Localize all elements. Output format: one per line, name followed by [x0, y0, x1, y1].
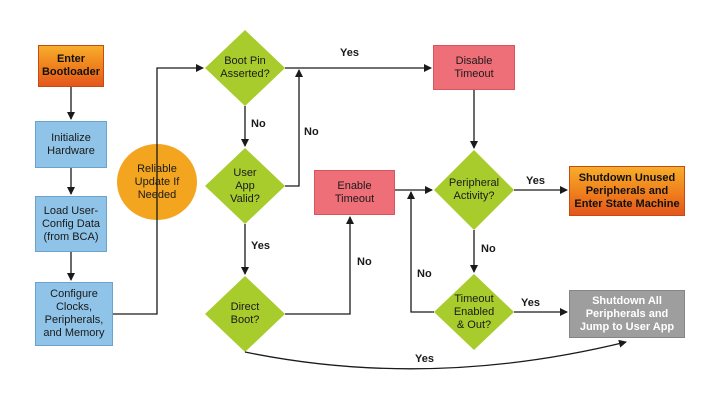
initialize-hardware-box: Initialize Hardware [35, 121, 107, 168]
direct-boot-label: Direct Boot? [230, 301, 260, 326]
load-user-config-box: Load User- Config Data (from BCA) [35, 196, 107, 252]
decision-peripheral-shape [434, 150, 514, 230]
label-directboot-yes: Yes [415, 353, 434, 365]
edge-configure-to-bootpin [113, 64, 204, 315]
shutdown-unused-box: Shutdown Unused Peripherals and Enter St… [569, 166, 685, 216]
user-app-valid-label: User App Valid? [230, 166, 260, 205]
enter-bootloader-box: Enter Bootloader [38, 45, 104, 87]
reliable-update-label: Reliable Update If Needed [134, 162, 180, 201]
decision-user-app-shape [205, 148, 285, 224]
boot-pin-asserted-label: Boot Pin Asserted? [220, 55, 270, 80]
edge-timeout-no [407, 191, 434, 313]
decision-timeout-shape [434, 274, 514, 350]
shutdown-all-box: Shutdown All Peripherals and Jump to Use… [569, 290, 685, 338]
label-peripheral-no: No [481, 243, 496, 255]
timeout-enabled-label: Timeout Enabled & Out? [453, 292, 495, 331]
label-directboot-no: No [357, 256, 372, 268]
edge-directboot-no [285, 216, 354, 315]
decision-boot-pin-shape [205, 30, 285, 106]
disable-timeout-box: Disable Timeout [433, 45, 515, 90]
enable-timeout-box: Enable Timeout [314, 170, 395, 215]
edge-userapp-no [285, 69, 303, 187]
label-bootpin-no: No [251, 118, 266, 130]
label-userapp-no: No [304, 126, 319, 138]
label-timeout-no: No [417, 268, 432, 280]
configure-clocks-box: Configure Clocks, Peripherals, and Memor… [35, 282, 113, 346]
label-peripheral-yes: Yes [526, 175, 545, 187]
decision-direct-boot-shape [205, 276, 285, 352]
label-userapp-yes: Yes [251, 240, 270, 252]
label-bootpin-yes: Yes [340, 47, 359, 59]
peripheral-activity-label: Peripheral Activity? [448, 177, 500, 202]
label-timeout-yes: Yes [521, 297, 540, 309]
edge-directboot-yes [244, 339, 627, 370]
